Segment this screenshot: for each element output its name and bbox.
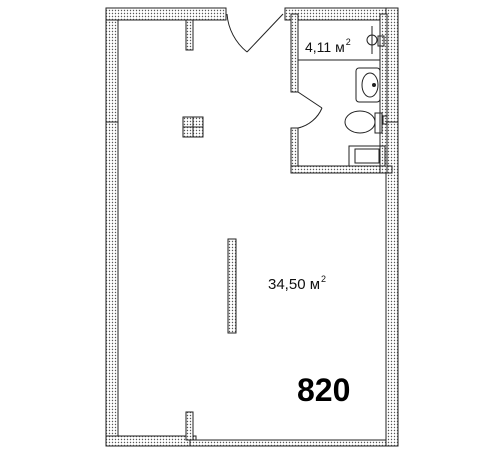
shower-fixture-icon <box>366 26 385 54</box>
main-room-area-label: 34,50 м2 <box>268 274 327 293</box>
column <box>227 238 237 334</box>
jamb-left-bottom <box>185 411 194 441</box>
bath-wall-left-lower <box>290 127 299 173</box>
wall-bottom-left <box>105 435 197 447</box>
wall-right <box>385 7 399 447</box>
bathroom-door <box>297 91 323 129</box>
bath-wall-left-upper <box>290 13 299 93</box>
jamb-left-top <box>185 19 194 51</box>
toilet-icon <box>344 110 388 134</box>
entrance-door <box>226 13 284 53</box>
door-jambs <box>185 19 194 441</box>
main-area-exponent: 2 <box>321 274 327 284</box>
bath-wall-bottom <box>290 165 393 174</box>
wall-bottom-mid <box>189 439 387 447</box>
bath-area-value: 4,11 м <box>305 39 345 55</box>
vent-shaft-icon <box>182 116 204 138</box>
appliance-icon <box>348 145 386 167</box>
unit-number: 820 <box>297 372 351 408</box>
exterior-walls <box>105 7 399 447</box>
bathroom-area-label: 4,11 м2 <box>305 37 351 55</box>
wall-left <box>105 7 119 447</box>
bath-area-exponent: 2 <box>345 37 351 47</box>
washbasin-icon <box>355 67 381 103</box>
wall-top-left <box>105 7 227 21</box>
main-area-value: 34,50 м <box>268 276 321 293</box>
